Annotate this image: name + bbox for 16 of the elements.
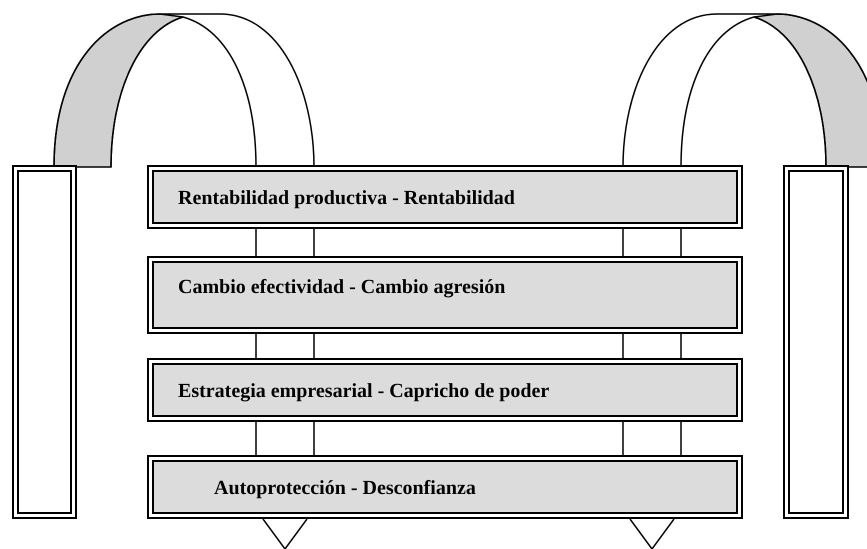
bar-label: Cambio efectividad - Cambio agresión (178, 275, 506, 299)
process-bar (147, 165, 743, 229)
double-post-line (255, 421, 315, 456)
bar-label: Estrategia empresarial - Capricho de poder (178, 379, 550, 403)
pillar-box (12, 165, 77, 519)
double-post-line (255, 228, 315, 257)
double-post-line (622, 421, 682, 456)
double-post-line (255, 333, 315, 359)
double-post-line (622, 228, 682, 257)
bar-label: Autoprotección - Desconfianza (214, 476, 477, 500)
process-bar (147, 256, 743, 334)
process-bar (147, 358, 743, 422)
pillar-box (783, 165, 849, 519)
double-post-line (622, 333, 682, 359)
bar-label: Rentabilidad productiva - Rentabilidad (178, 186, 516, 210)
process-bar (147, 455, 743, 519)
